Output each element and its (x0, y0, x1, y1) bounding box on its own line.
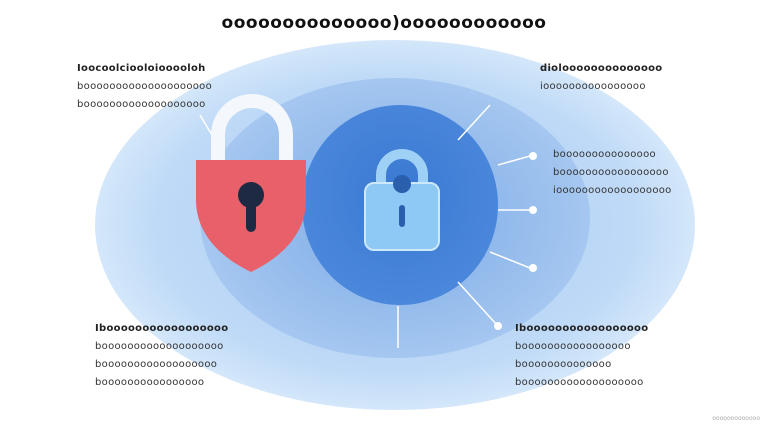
block-heading: Ibooooooooooooooooo (95, 323, 229, 334)
padlock-icon (364, 149, 440, 251)
credit-text: ooooooooooooo (712, 415, 760, 422)
block-line: boooooooooooooooooooo (77, 81, 213, 92)
block-line: ioooooooooooooooooo (553, 185, 672, 196)
block-heading: dioloooooooooooooo (540, 63, 663, 74)
connector-lines (199, 104, 531, 348)
block-line: ioooooooooooooooo (540, 81, 646, 92)
connector-dots (494, 152, 537, 330)
block-line: boooooooooooooooooo (95, 359, 218, 370)
text-block-mid-right: booooooooooooooo booooooooooooooooo iooo… (553, 146, 672, 200)
text-block-top-left: Ioocoolciooloiooooloh booooooooooooooooo… (77, 60, 212, 114)
text-block-top-right: dioloooooooooooooo ioooooooooooooooo (540, 60, 662, 96)
block-line: boooooooooooooo (515, 359, 612, 370)
block-line: booooooooooooooooooo (95, 341, 224, 352)
block-line: boooooooooooooooo (95, 377, 205, 388)
block-line: booooooooooooooo (553, 149, 656, 160)
text-block-bottom-right: Ibooooooooooooooooo booooooooooooooooo b… (515, 320, 648, 392)
diagram-title: oooooooooooooo)oooooooooooo (221, 13, 547, 33)
block-line: booooooooooooooooo (553, 167, 669, 178)
block-line: booooooooooooooooo (515, 341, 631, 352)
block-heading: Ibooooooooooooooooo (515, 323, 649, 334)
block-line: booooooooooooooooooo (515, 377, 644, 388)
block-line: booooooooooooooooooo (77, 99, 206, 110)
padlock-shield-icon (196, 94, 306, 272)
block-heading: Ioocoolciooloiooooloh (77, 63, 206, 74)
text-block-bottom-left: Ibooooooooooooooooo booooooooooooooooooo… (95, 320, 228, 392)
